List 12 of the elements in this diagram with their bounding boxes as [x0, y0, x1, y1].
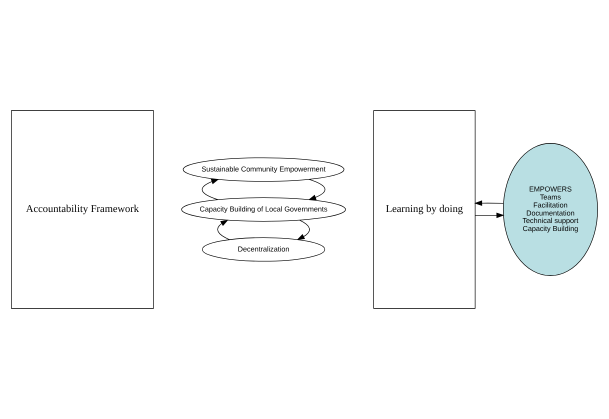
node-box: Accountability Framework [11, 110, 154, 309]
node-ellipse: Sustainable Community Empowerment [182, 157, 344, 182]
arrow [202, 178, 220, 200]
node-ellipse: EMPOWERS Teams Facilitation Documentation Technical support Capacity Building [502, 143, 598, 276]
node-ellipse: Decentralization [202, 237, 326, 262]
node-box: Learning by doing [373, 110, 476, 309]
arrow [474, 200, 504, 206]
arrow [308, 179, 326, 200]
arrow [217, 220, 230, 240]
node-ellipse: Capacity Building of Local Governments [181, 197, 346, 222]
arrow [474, 212, 504, 218]
arrow [296, 220, 310, 240]
